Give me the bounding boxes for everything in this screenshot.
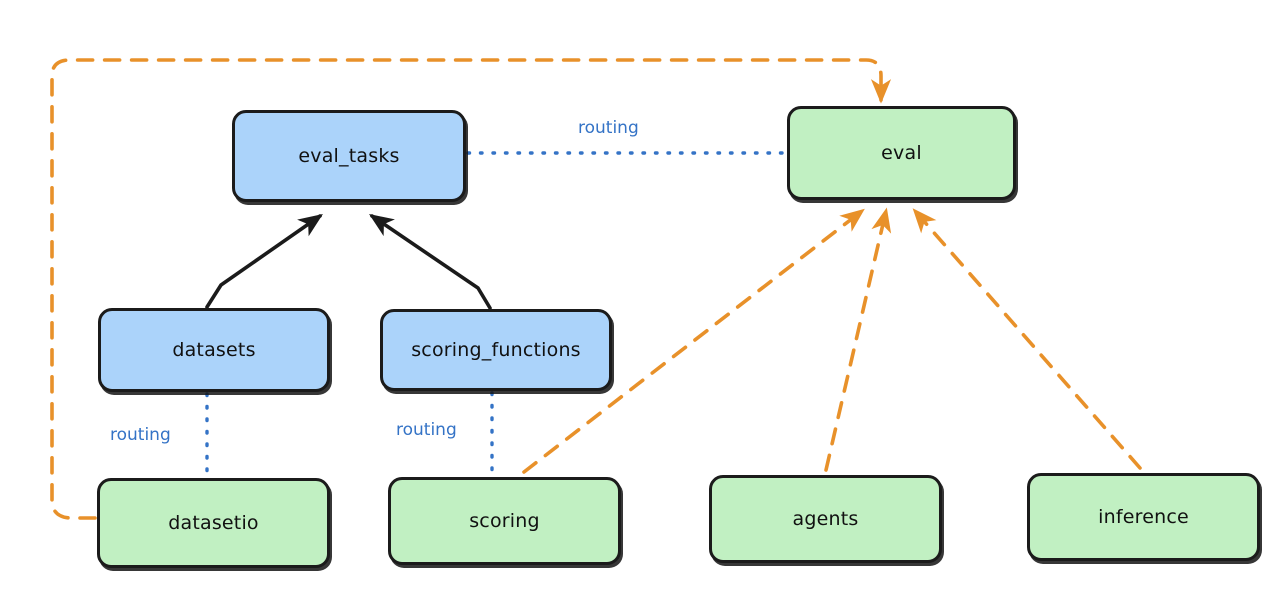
edge-scoring-functions-to-eval-tasks xyxy=(369,213,492,310)
node-inference[interactable]: inference xyxy=(1027,473,1260,561)
node-datasetio[interactable]: datasetio xyxy=(97,478,330,568)
node-label-inference: inference xyxy=(1098,506,1189,528)
node-label-scoring-functions: scoring_functions xyxy=(411,339,581,361)
edge-agents-to-eval xyxy=(824,207,892,472)
node-label-datasets: datasets xyxy=(172,339,256,361)
node-eval-tasks[interactable]: eval_tasks xyxy=(232,110,466,202)
node-label-eval-tasks: eval_tasks xyxy=(298,145,400,167)
edge-label-routing-scoring-functions-scoring: routing xyxy=(396,420,457,440)
node-label-scoring: scoring xyxy=(469,510,540,532)
edge-inference-to-eval xyxy=(912,208,1142,470)
node-label-eval: eval xyxy=(881,142,922,164)
node-eval[interactable]: eval xyxy=(787,106,1016,200)
edge-label-routing-datasets-datasetio: routing xyxy=(110,425,171,445)
node-label-agents: agents xyxy=(792,508,859,530)
node-agents[interactable]: agents xyxy=(709,475,942,563)
edge-datasetio-to-eval xyxy=(50,58,892,520)
node-scoring-functions[interactable]: scoring_functions xyxy=(380,309,612,391)
edge-scoring-to-eval xyxy=(522,208,865,474)
node-datasets[interactable]: datasets xyxy=(98,308,330,392)
edge-label-routing-eval-tasks-eval: routing xyxy=(578,118,639,138)
node-label-datasetio: datasetio xyxy=(168,512,259,534)
edge-datasets-to-eval-tasks xyxy=(205,213,323,309)
node-scoring[interactable]: scoring xyxy=(388,477,621,565)
